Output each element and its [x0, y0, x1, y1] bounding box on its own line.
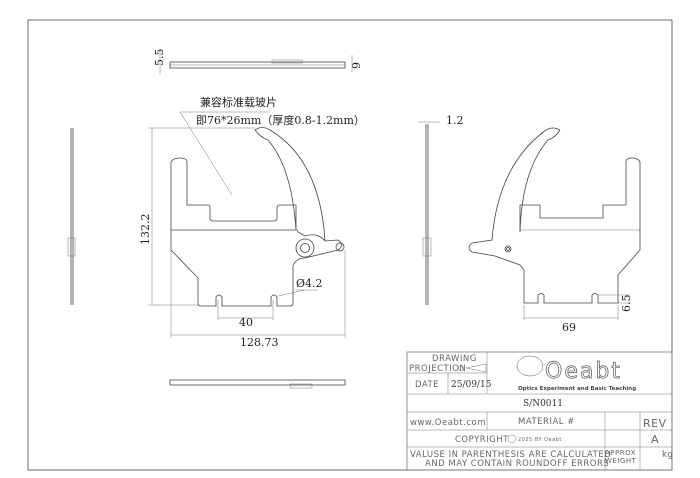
rev-value: A	[651, 433, 659, 446]
dim-top-height: 6	[349, 62, 362, 69]
weight-unit: kg	[662, 450, 673, 460]
dim-slot-spacing: 40	[239, 316, 253, 329]
logo-tagline: Optics Experiment and Basic Teaching	[518, 386, 636, 392]
copyright-label: COPYRIGHT	[455, 435, 509, 445]
logo-text: Oeabt	[545, 359, 622, 384]
disclaimer-line-1: VALUSE IN PARENTHESIS ARE CALCULATED	[410, 450, 611, 460]
weight-label: WEIGHT	[605, 457, 637, 465]
top-view	[159, 50, 353, 75]
disclaimer-line-2: AND MAY CONTAIN ROUNDOFF ERRORS	[425, 459, 609, 469]
drawing-frame	[27, 19, 673, 471]
bottom-view	[169, 379, 346, 389]
serial-number: S/N0011	[523, 399, 563, 409]
dim-width: 128.73	[240, 336, 279, 349]
right-side-view	[418, 121, 440, 305]
dim-hole-diameter: Ø4.2	[296, 277, 323, 290]
note-line-2: 即76*26mm（厚度0.8-1.2mm）	[196, 113, 365, 127]
note-line-1: 兼容标准载玻片	[200, 95, 277, 109]
front-view	[148, 111, 346, 338]
rev-label: REV	[643, 417, 667, 430]
dim-right-offset: 6.5	[620, 295, 633, 313]
projection-symbol-icon	[458, 363, 487, 373]
dim-height: 132.2	[139, 214, 152, 246]
dim-right-width: 69	[562, 321, 576, 334]
rear-view	[468, 127, 641, 320]
projection-label: PROJECTION	[409, 364, 466, 374]
website-link[interactable]: www.Oeabt.com	[410, 418, 486, 428]
date-value: 25/09/15	[451, 380, 492, 390]
drawing-label: DRAWING	[432, 354, 477, 364]
material-label: MATERIAL #	[518, 417, 575, 427]
left-side-view	[67, 128, 76, 305]
dim-top-thickness: 5.5	[153, 49, 166, 67]
title-block	[406, 351, 673, 471]
approx-label: APPROX	[605, 449, 636, 457]
dim-side-thickness: 1.2	[446, 114, 464, 127]
copyright-text: 2025 BY Oeabt	[518, 437, 562, 443]
copyright-icon	[507, 434, 517, 444]
date-label: DATE	[415, 380, 439, 390]
